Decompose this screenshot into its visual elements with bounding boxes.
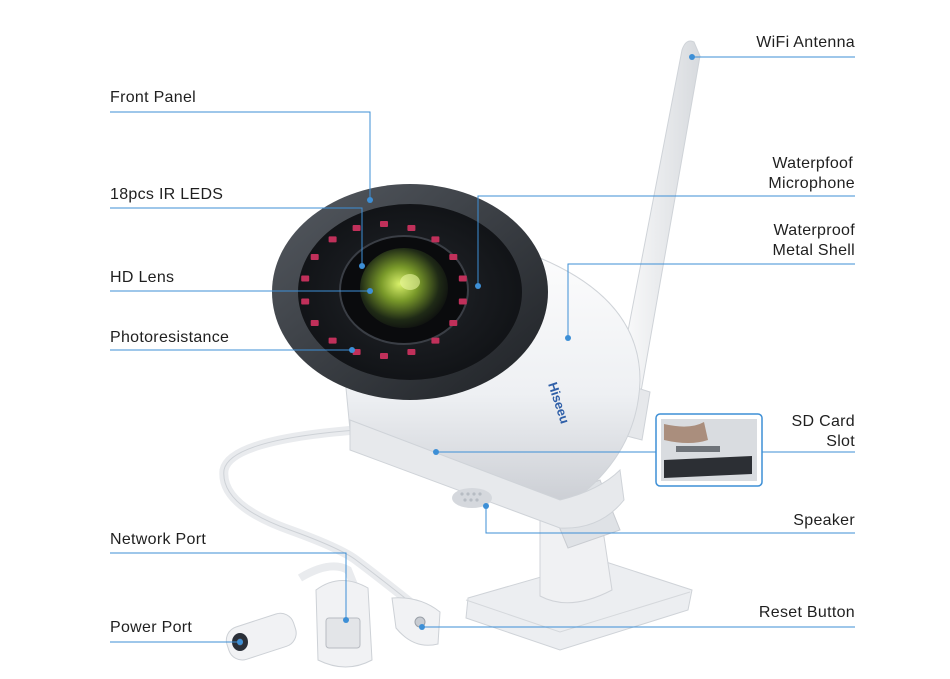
leader-dots — [237, 54, 695, 645]
ir-led — [407, 225, 416, 231]
ir-led — [449, 320, 458, 326]
leader-speaker — [485, 506, 855, 534]
leader-front-panel — [110, 111, 371, 200]
leader-endpoint-dot — [367, 288, 373, 294]
front-panel-graphic — [272, 184, 548, 400]
leader-endpoint-dot — [343, 617, 349, 623]
ir-led — [458, 275, 467, 282]
ir-led — [352, 225, 361, 231]
ir-led — [449, 254, 458, 260]
label-front-panel: Front Panel — [110, 89, 197, 106]
leader-endpoint-dot — [419, 624, 425, 630]
ir-led — [431, 236, 440, 243]
label-microphone-line2: Microphone — [768, 175, 855, 192]
ir-led — [407, 349, 416, 355]
ir-led — [431, 337, 440, 344]
leader-endpoint-dot — [565, 335, 571, 341]
ir-led — [458, 298, 467, 305]
label-wifi-antenna: WiFi Antenna — [756, 34, 855, 51]
ir-led — [380, 353, 388, 359]
label-photoresistance: Photoresistance — [110, 329, 230, 346]
ir-led — [310, 320, 319, 326]
label-sd-line2: Slot — [826, 433, 855, 450]
label-ir-leds: 18pcs IR LEDS — [110, 186, 224, 203]
label-sd-line1: SD Card — [791, 413, 855, 430]
leader-endpoint-dot — [475, 283, 481, 289]
label-reset-button: Reset Button — [758, 604, 855, 621]
ir-led — [328, 236, 337, 243]
ir-leds-graphic — [301, 221, 467, 359]
leader-lines — [110, 56, 855, 643]
leader-endpoint-dot — [237, 639, 243, 645]
ir-led — [301, 275, 310, 282]
ir-led — [328, 337, 337, 344]
label-speaker: Speaker — [793, 512, 855, 529]
ir-led — [310, 254, 319, 260]
leader-microphone — [477, 195, 855, 286]
ir-led — [301, 298, 310, 305]
label-shell-line1: Waterproof — [773, 222, 855, 239]
label-power-port: Power Port — [110, 619, 193, 636]
leader-ir-leds — [110, 207, 363, 266]
leader-endpoint-dot — [433, 449, 439, 455]
sd-card-inset — [655, 413, 763, 487]
label-microphone-line1: Waterpfoof — [772, 155, 853, 172]
leader-endpoint-dot — [359, 263, 365, 269]
label-network-port: Network Port — [110, 531, 207, 548]
leader-shell — [567, 263, 855, 338]
leader-endpoint-dot — [689, 54, 695, 60]
ir-led — [380, 221, 388, 227]
leader-network-port — [110, 552, 347, 620]
leader-endpoint-dot — [367, 197, 373, 203]
leader-endpoint-dot — [483, 503, 489, 509]
label-hd-lens: HD Lens — [110, 269, 175, 286]
cable-graphic — [219, 425, 441, 668]
label-shell-line2: Metal Shell — [772, 242, 855, 259]
leader-endpoint-dot — [349, 347, 355, 353]
